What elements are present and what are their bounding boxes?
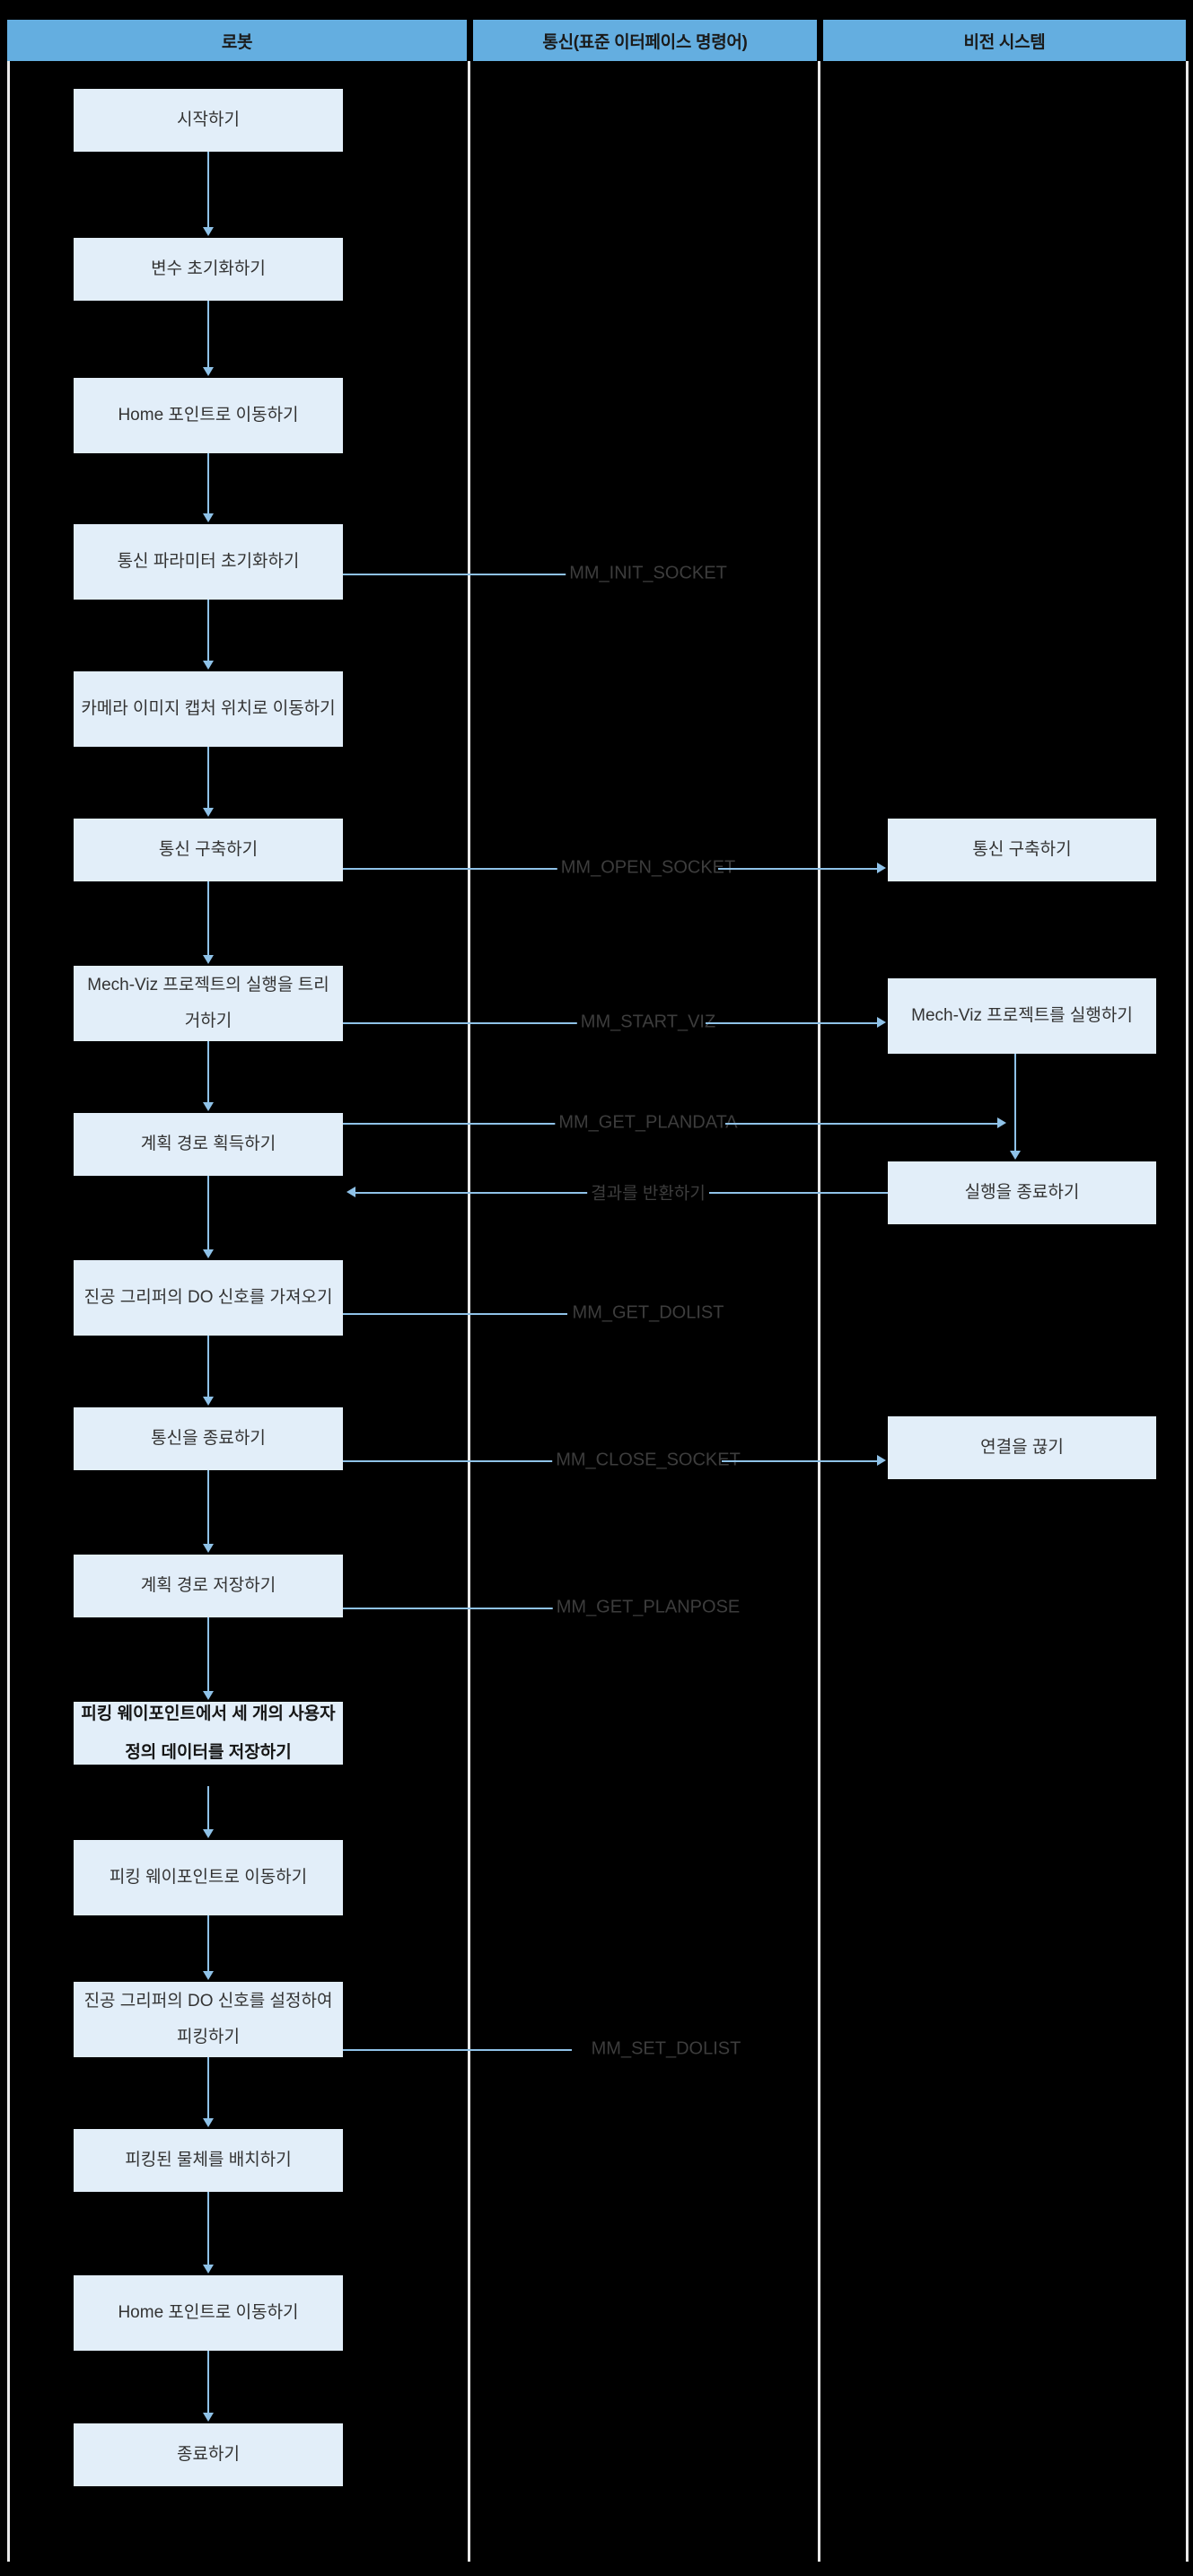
node-vision-disconnect[interactable]: 연결을 끊기: [888, 1416, 1156, 1479]
node-vision-stop-run[interactable]: 실행을 종료하기: [888, 1161, 1156, 1224]
arrowhead-vision-run-viz: [877, 1017, 886, 1028]
connector-trigger-to-get-plan: [207, 1041, 209, 1104]
arrowhead-vision-disconnect: [877, 1455, 886, 1466]
arrowhead-place-object: [203, 2118, 214, 2127]
connector-close-comm-to-save-plan: [207, 1470, 209, 1546]
node-move-capture[interactable]: 카메라 이미지 캡처 위치로 이동하기: [74, 671, 343, 747]
msgline-init-socket: [343, 574, 594, 575]
msglabel-close-socket: MM_CLOSE_SOCKET: [552, 1450, 744, 1471]
connector-start-to-init-vars: [207, 152, 209, 229]
connector-init-vars-to-home: [207, 301, 209, 369]
node-get-do-signal[interactable]: 진공 그리퍼의 DO 신호를 가져오기: [74, 1260, 343, 1336]
arrowhead-get-do-signal: [203, 1249, 214, 1258]
node-save-plan[interactable]: 계획 경로 저장하기: [74, 1555, 343, 1617]
connector-save-custom-to-move-pick: [207, 1786, 209, 1831]
arrowhead-build-comm: [203, 808, 214, 817]
arrowhead-move-home-2: [203, 2265, 214, 2274]
msgline-return-left: [355, 1192, 589, 1194]
msgline-return-right: [709, 1192, 888, 1194]
msgline-get-plandata-left: [343, 1123, 572, 1125]
node-get-plan[interactable]: 계획 경로 획득하기: [74, 1113, 343, 1176]
node-save-custom-label: 피킹 웨이포인트에서 세 개의 사용자 정의 데이터를 저장하기: [81, 1704, 336, 1762]
arrowhead-end: [203, 2413, 214, 2422]
node-trigger-viz[interactable]: Mech-Viz 프로젝트의 실행을 트리거하기: [74, 966, 343, 1041]
connector-move-pick-to-set-do: [207, 1915, 209, 1973]
msglabel-return: 결과를 반환하기: [587, 1179, 709, 1205]
connector-home-to-comm-param: [207, 453, 209, 515]
connector-do-signal-to-close-comm: [207, 1336, 209, 1398]
msgline-open-socket-right: [718, 868, 879, 870]
msglabel-get-planpose: MM_GET_PLANPOSE: [552, 1597, 744, 1618]
node-save-custom[interactable]: 피킹 웨이포인트에서 세 개의 사용자 정의 데이터를 저장하기: [74, 1702, 343, 1765]
connector-get-plan-to-do-signal: [207, 1176, 209, 1251]
node-vision-run-viz[interactable]: Mech-Viz 프로젝트를 실행하기: [888, 978, 1156, 1054]
msgline-close-socket-left: [343, 1460, 575, 1462]
node-build-comm[interactable]: 통신 구축하기: [74, 819, 343, 881]
lane-header-vision: 비전 시스템: [823, 20, 1186, 61]
arrowhead-get-plan: [203, 1102, 214, 1111]
msgline-start-viz-right: [706, 1022, 879, 1024]
arrowhead-get-plandata-target: [997, 1117, 1006, 1128]
msgline-start-viz-left: [343, 1022, 590, 1024]
connector-home-2-to-end: [207, 2351, 209, 2413]
msgline-get-dolist: [343, 1313, 567, 1315]
node-move-pick-wp[interactable]: 피킹 웨이포인트로 이동하기: [74, 1840, 343, 1915]
arrowhead-save-plan: [203, 1544, 214, 1553]
node-close-comm[interactable]: 통신을 종료하기: [74, 1407, 343, 1470]
arrowhead-move-home-1: [203, 367, 214, 376]
arrowhead-return-to-robot: [346, 1187, 355, 1197]
msglabel-set-dolist: MM_SET_DOLIST: [587, 2038, 745, 2060]
msglabel-init-socket: MM_INIT_SOCKET: [566, 563, 731, 584]
arrowhead-trigger-viz: [203, 955, 214, 964]
msglabel-start-viz: MM_START_VIZ: [576, 1012, 720, 1033]
node-end[interactable]: 종료하기: [74, 2423, 343, 2486]
arrowhead-init-comm-param: [203, 513, 214, 522]
msgline-open-socket-left: [343, 868, 576, 870]
msgline-close-socket-right: [722, 1460, 879, 1462]
lane-header-robot: 로봇: [7, 20, 467, 61]
arrowhead-move-pick-wp: [203, 1829, 214, 1838]
node-move-home-2[interactable]: Home 포인트로 이동하기: [74, 2275, 343, 2351]
msglabel-get-plandata: MM_GET_PLANDATA: [555, 1112, 741, 1134]
node-init-vars[interactable]: 변수 초기화하기: [74, 238, 343, 301]
arrowhead-save-custom: [203, 1691, 214, 1700]
connector-run-viz-to-stop-run: [1014, 1054, 1016, 1151]
lane-divider-right: [1186, 61, 1189, 2562]
lane-divider-left: [7, 61, 10, 2562]
msgline-get-plandata-right: [725, 1123, 999, 1125]
arrowhead-close-comm: [203, 1397, 214, 1406]
lane-header-comm: 통신(표준 이터페이스 명령어): [473, 20, 817, 61]
node-init-comm-param[interactable]: 통신 파라미터 초기화하기: [74, 524, 343, 600]
connector-set-do-to-place: [207, 2057, 209, 2120]
node-start[interactable]: 시작하기: [74, 89, 343, 152]
lane-divider-robot-comm: [468, 61, 470, 2562]
arrowhead-set-do-pick: [203, 1971, 214, 1980]
msglabel-open-socket: MM_OPEN_SOCKET: [557, 857, 740, 879]
connector-place-to-home-2: [207, 2192, 209, 2266]
arrowhead-move-capture: [203, 661, 214, 670]
connector-build-comm-to-trigger: [207, 881, 209, 957]
arrowhead-vision-build-comm: [877, 863, 886, 873]
arrowhead-vision-stop-run: [1010, 1151, 1021, 1160]
connector-comm-param-to-capture: [207, 600, 209, 662]
arrowhead-init-vars: [203, 227, 214, 236]
node-place-object[interactable]: 피킹된 물체를 배치하기: [74, 2129, 343, 2192]
connector-save-plan-to-save-custom: [207, 1617, 209, 1693]
swimlane-header-band: 로봇 통신(표준 이터페이스 명령어) 비전 시스템: [0, 20, 1193, 61]
msglabel-get-dolist: MM_GET_DOLIST: [568, 1302, 728, 1324]
node-move-home-1[interactable]: Home 포인트로 이동하기: [74, 378, 343, 453]
lane-divider-comm-vision: [818, 61, 820, 2562]
msgline-get-planpose: [343, 1608, 560, 1609]
node-vision-build-comm[interactable]: 통신 구축하기: [888, 819, 1156, 881]
connector-capture-to-build-comm: [207, 747, 209, 810]
msgline-set-dolist: [343, 2049, 572, 2051]
node-set-do-pick[interactable]: 진공 그리퍼의 DO 신호를 설정하여 피킹하기: [74, 1982, 343, 2057]
